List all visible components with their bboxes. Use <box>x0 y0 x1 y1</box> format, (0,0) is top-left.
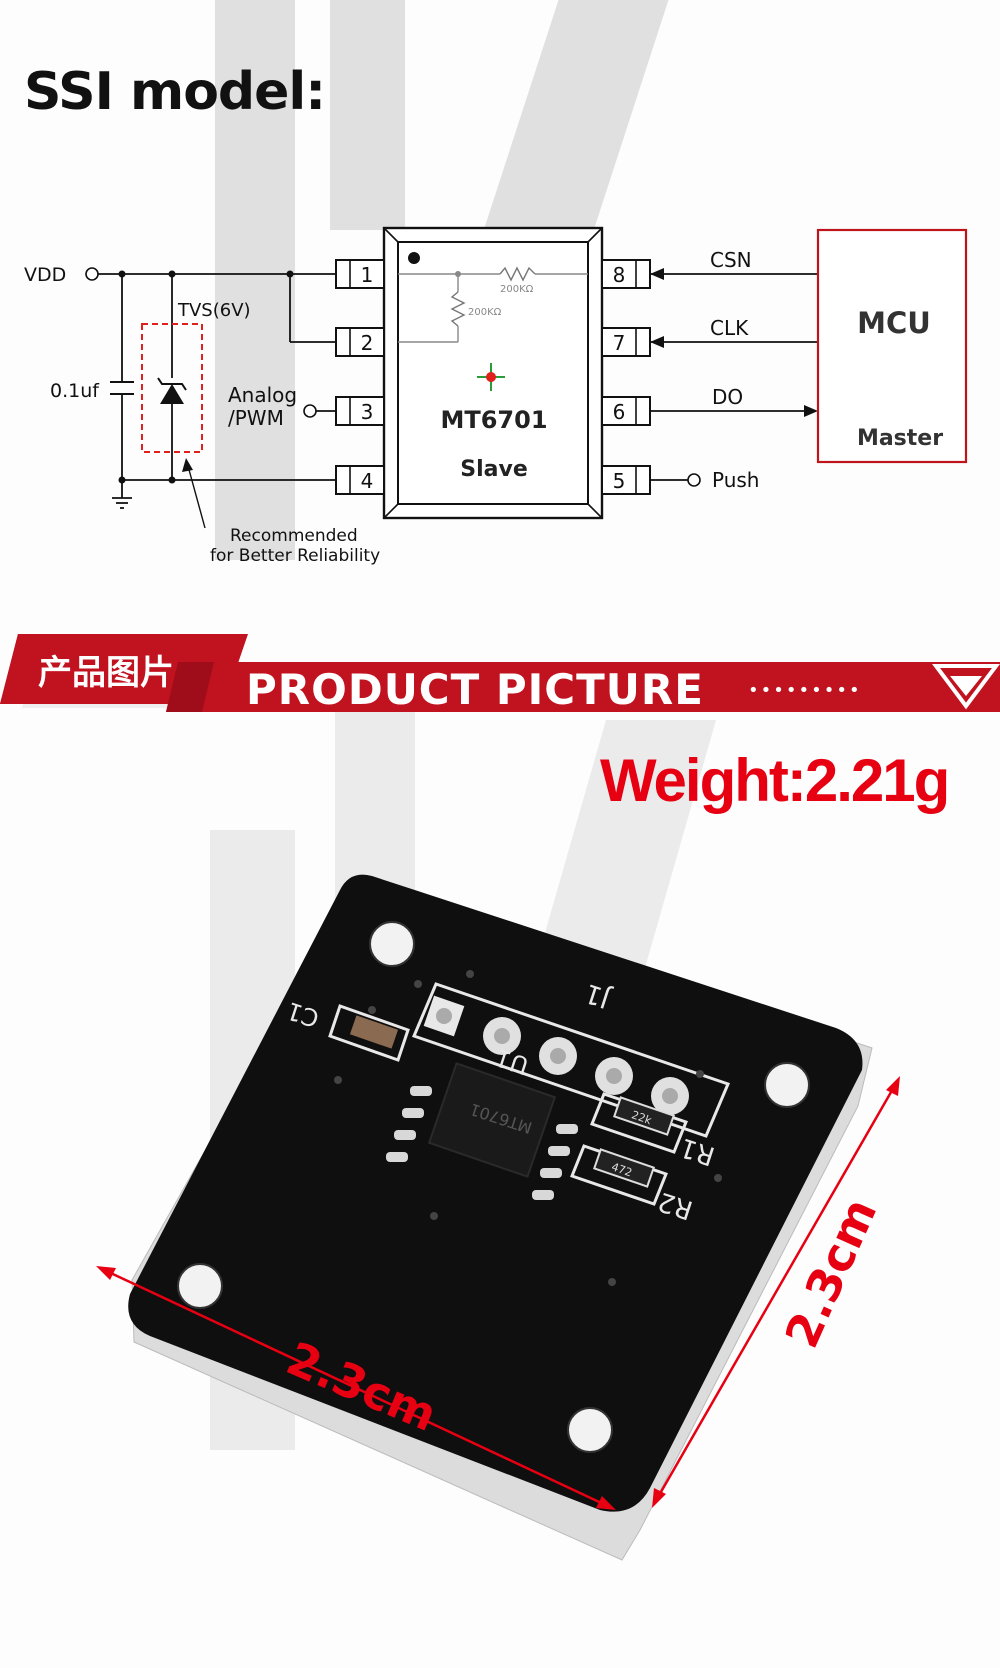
mcu-label: MCU <box>857 306 931 340</box>
csn-label: CSN <box>710 248 752 272</box>
tvs-recommended-box <box>141 323 203 453</box>
vdd-label: VDD <box>24 264 66 286</box>
mounting-hole <box>177 1263 223 1309</box>
pin-1: 1 <box>335 259 385 289</box>
do-label: DO <box>712 385 743 409</box>
svg-text:22k: 22k <box>630 1108 654 1127</box>
header-pad <box>539 1037 577 1075</box>
pin-7: 7 <box>601 327 651 357</box>
svg-text:6: 6 <box>613 400 626 424</box>
arrow-left-icon <box>650 336 664 348</box>
node-dot <box>118 476 126 484</box>
note-line-2: for Better Reliability <box>210 546 380 566</box>
push-terminal <box>687 473 701 487</box>
svg-text:1: 1 <box>361 263 374 287</box>
chip-name: MT6701 <box>440 406 547 434</box>
note-line-1: Recommended <box>230 526 358 546</box>
resistor-r1 <box>612 1096 676 1136</box>
section-title: SSI model: <box>24 62 326 122</box>
weight-label: Weight:2.21g <box>600 747 950 814</box>
tvs-diode-icon <box>160 384 184 404</box>
header-pad <box>595 1057 633 1095</box>
header-pad <box>483 1017 521 1055</box>
ground-icon <box>112 497 132 509</box>
pcb-board <box>128 874 863 1512</box>
vdd-terminal <box>85 267 99 281</box>
mcu-box <box>816 228 968 464</box>
pin-4: 4 <box>335 465 385 495</box>
svg-text:8: 8 <box>613 263 626 287</box>
resistor-label-2: 200KΩ <box>468 307 502 318</box>
capacitor-label: 0.1uf <box>50 380 100 402</box>
watermark-bar-a <box>215 0 295 560</box>
arrow-right-icon <box>804 405 818 417</box>
arrow-left-icon <box>650 268 664 280</box>
resistor-r2 <box>592 1148 656 1188</box>
dimension-arrow-width <box>96 1266 616 1510</box>
node-dot <box>168 476 176 484</box>
sensor-center-icon <box>477 363 505 391</box>
dimension-arrow-height <box>652 1076 900 1508</box>
clk-label: CLK <box>710 316 749 340</box>
svg-text:5: 5 <box>613 469 626 493</box>
analog-terminal <box>303 404 317 418</box>
j1-header-outline <box>411 982 731 1138</box>
banner-dots: ••••••••• <box>748 680 862 701</box>
chip-lead <box>386 1086 578 1200</box>
mounting-hole <box>369 921 415 967</box>
product-picture-banner: 产品图片 PRODUCT PICTURE ••••••••• <box>0 634 1000 714</box>
resistor-icon <box>450 291 466 327</box>
pin-2: 2 <box>335 327 385 357</box>
svg-text:472: 472 <box>610 1160 634 1179</box>
watermark-bar-b <box>330 0 405 230</box>
pin-8: 8 <box>601 259 651 289</box>
banner-cn-label: 产品图片 <box>38 653 174 693</box>
pin-6: 6 <box>601 396 651 426</box>
mounting-hole <box>567 1407 613 1453</box>
analog-label-2: /PWM <box>228 406 284 430</box>
chip-role: Slave <box>460 457 528 482</box>
push-label: Push <box>712 468 759 492</box>
tvs-label: TVS(6V) <box>177 300 251 321</box>
note-arrow <box>187 465 206 529</box>
resistor-label-1: 200KΩ <box>500 284 534 295</box>
svg-text:3: 3 <box>361 400 374 424</box>
mounting-hole <box>764 1062 810 1108</box>
ssi-schematic: VDD 0.1uf TVS(6V) Recommended for <box>24 226 968 566</box>
pin-3: 3 <box>335 396 385 426</box>
banner-en-label: PRODUCT PICTURE <box>246 665 704 714</box>
pcb-module-illustration: J1 C1 U1 MT6701 22k R1 <box>96 874 900 1561</box>
svg-text:2: 2 <box>361 331 374 355</box>
banner-triangle-icon <box>932 664 1000 710</box>
ic-package-inner <box>397 241 589 505</box>
via <box>334 970 722 1286</box>
capacitor-c1 <box>349 1015 399 1049</box>
header-pad-square <box>423 995 465 1037</box>
resistor-icon <box>499 266 536 282</box>
svg-text:7: 7 <box>613 331 626 355</box>
pin1-marker-dot <box>408 252 420 264</box>
u1-chip: MT6701 <box>427 1062 557 1178</box>
svg-text:4: 4 <box>361 469 374 493</box>
master-label: Master <box>857 426 943 451</box>
header-pad <box>651 1077 689 1115</box>
analog-label-1: Analog <box>228 383 297 407</box>
pin-5: 5 <box>601 465 651 495</box>
